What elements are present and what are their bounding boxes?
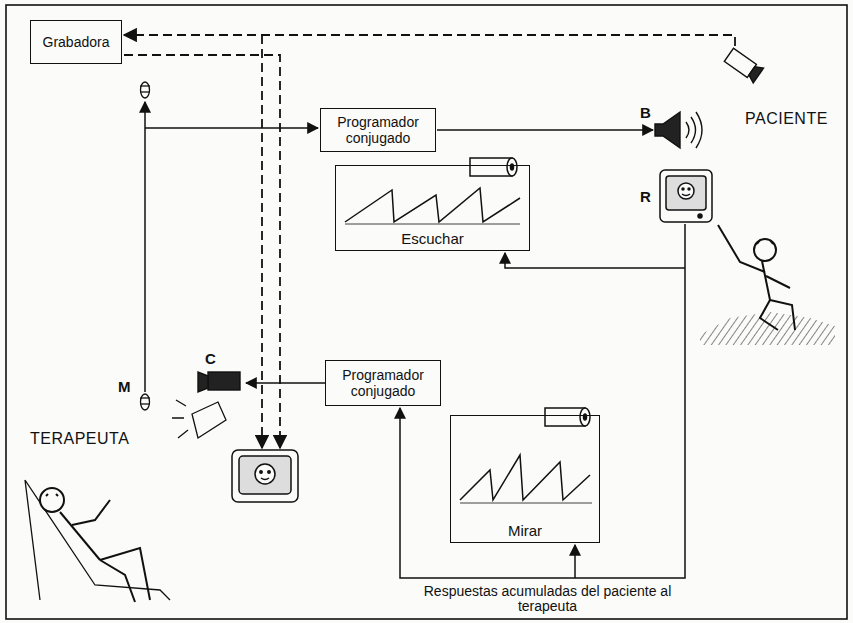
- node-text: Escuchar: [398, 230, 467, 247]
- camera-symbol: [198, 372, 240, 392]
- speaker-symbol: [655, 112, 702, 148]
- programmer-box: Programador conjugado: [325, 360, 441, 406]
- recorder-box: Grabadora: [30, 20, 122, 64]
- chart-recorder: Escuchar: [335, 165, 530, 251]
- cumulative-record: [345, 158, 520, 224]
- camera-symbol: [724, 47, 764, 82]
- lamp-symbol: [172, 400, 226, 438]
- node-text: Programador conjugado: [332, 367, 434, 399]
- video-lines: [124, 35, 735, 448]
- callout-letter: R: [640, 188, 651, 205]
- node-text: Grabadora: [43, 34, 110, 50]
- callout-letter: M: [118, 378, 131, 395]
- caption-note: Respuestas acumuladas del paciente al te…: [405, 584, 690, 615]
- television-symbol: [232, 450, 298, 502]
- programmer-box: Programador conjugado: [320, 108, 436, 152]
- chart-recorder: Mirar: [450, 415, 600, 543]
- node-text: Programador conjugado: [327, 114, 429, 146]
- callout-letter: B: [640, 104, 651, 121]
- frame: [6, 5, 847, 619]
- node-text: Mirar: [505, 522, 545, 539]
- figure-label: TERAPEUTA: [30, 430, 129, 448]
- television-symbol: [660, 170, 712, 222]
- patient-figure: [700, 225, 835, 345]
- wires-solid: [145, 102, 685, 578]
- callout-letter: C: [205, 350, 216, 367]
- figure-label: PACIENTE: [745, 110, 828, 128]
- therapist-figure: [25, 480, 170, 602]
- cumulative-record: [460, 408, 592, 503]
- microphone-symbol: [140, 82, 150, 410]
